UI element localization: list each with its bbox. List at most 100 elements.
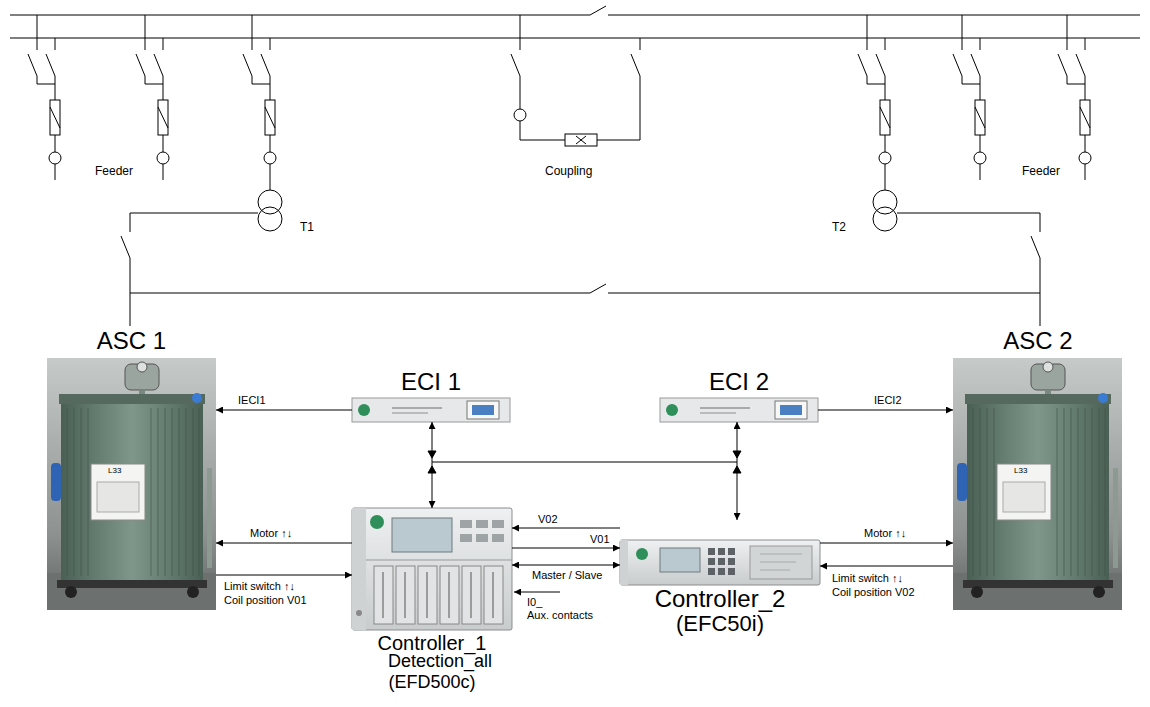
neutral-wires (121, 213, 1040, 326)
controller-rack-part (718, 558, 725, 565)
coupling-bay-part (597, 38, 640, 140)
controller-rack-part (620, 540, 628, 585)
signal-arrow (512, 565, 620, 566)
bay-label: Feeder (1022, 165, 1060, 179)
transformer-symbol (258, 190, 897, 231)
nameplate-text: L33 (1014, 466, 1027, 475)
node-heading: ASC 1 (97, 328, 166, 354)
signal-label: IECI1 (236, 394, 268, 408)
controller-rack-part (728, 548, 735, 555)
bay-label: Coupling (545, 165, 592, 179)
signal-arrow (820, 543, 953, 544)
controller-rack-part (728, 568, 735, 575)
signal-arrow (737, 422, 738, 520)
controller-rack-part (636, 548, 648, 560)
controller-rack-part (370, 515, 384, 529)
nameplate-text: L33 (108, 466, 121, 475)
signal-label: Limit switch ↑↓ Coil position V02 (830, 572, 926, 600)
signal-arrow (216, 543, 352, 544)
device-panel: ECI 2 (660, 398, 818, 422)
controller-rack-part (352, 508, 366, 630)
busbar (10, 6, 1140, 38)
coupling-bay-part (565, 134, 597, 146)
node-subtitle: (EFD500c) (388, 673, 475, 693)
signal-label: V02 (536, 513, 560, 527)
neutral-wires-part (121, 213, 258, 326)
controller-rack-part (356, 610, 362, 616)
controller-rack-part (460, 520, 472, 528)
transformer-symbol-part (258, 207, 282, 231)
coupling-bay (511, 15, 640, 146)
controller-rack (620, 540, 820, 585)
controller-rack (352, 508, 512, 630)
controller-rack-part (492, 520, 504, 528)
controller-rack-part (760, 554, 802, 570)
feeder-bays-part (28, 15, 61, 164)
device-panel: ECI 1 (352, 398, 510, 422)
busbar-part (10, 38, 1140, 39)
signal-arrow (820, 566, 953, 567)
controller-rack-part (708, 568, 715, 575)
transformer-label: T1 (300, 221, 314, 235)
node-heading: Controller_2 (655, 586, 786, 612)
feeder-bays-part (1058, 15, 1091, 164)
signal-label: I0_ (527, 596, 542, 609)
controller-rack-part (660, 548, 700, 572)
neutral-wires-part (897, 213, 1040, 326)
transformer-symbol-part (873, 207, 897, 231)
transformer-label: T2 (832, 221, 846, 235)
busbar-part (10, 6, 1140, 15)
eci-panel-part (660, 398, 818, 422)
signal-arrow (512, 528, 620, 529)
feeder-wires (55, 164, 1085, 190)
signal-label: IECI2 (872, 394, 904, 408)
coil-photo: ASC 1 (47, 358, 216, 610)
node-heading: Controller_1 (378, 632, 487, 654)
signal-label: Motor ↑↓ (248, 527, 294, 541)
controller-rack-part (392, 518, 452, 552)
signal-label: Motor ↑↓ (862, 527, 908, 541)
controller-rack-part (708, 548, 715, 555)
controller-rack-part (460, 534, 472, 542)
node-heading: ASC 2 (1003, 328, 1072, 354)
communication-bus (428, 451, 741, 473)
coil-photo-part (47, 358, 216, 610)
coil-photo: ASC 2 (953, 358, 1123, 610)
feeder-bays-part (953, 15, 986, 164)
bay-label: Feeder (95, 165, 133, 179)
signal-label: Aux. contacts (527, 609, 593, 622)
node-heading: ECI 1 (401, 369, 461, 395)
coupling-bay-part (576, 136, 586, 144)
node-subtitle: (EFC50i) (676, 612, 764, 636)
controller-rack-part (708, 558, 715, 565)
controller-rack-part (366, 560, 512, 561)
aux-input-arrow-part (514, 592, 560, 593)
coupling-bay-part (511, 15, 520, 109)
feeder-wires-part (55, 164, 1085, 190)
eci-panel (352, 398, 818, 422)
communication-bus-part (428, 451, 741, 473)
signal-arrow (818, 410, 953, 411)
signal-arrow (512, 548, 620, 549)
signal-arrow (216, 575, 352, 576)
controller-rack-part (728, 558, 735, 565)
controller-rack-part (718, 568, 725, 575)
controller-rack-part (476, 534, 488, 542)
feeder-bays-part (858, 15, 891, 164)
controller-unit: Controller_1Detection_all(EFD500c) (352, 508, 512, 630)
coupling-bay-part (520, 121, 565, 140)
signal-label: Limit switch ↑↓ Coil position V01 (222, 580, 318, 608)
controller-rack-part (718, 548, 725, 555)
coil-photo-part (953, 358, 1122, 610)
aux-input-arrow (514, 592, 560, 593)
signal-label: Master / Slave (530, 569, 604, 583)
feeder-bays-part (136, 15, 169, 164)
signal-arrow (216, 410, 352, 411)
node-heading: ECI 2 (709, 369, 769, 395)
